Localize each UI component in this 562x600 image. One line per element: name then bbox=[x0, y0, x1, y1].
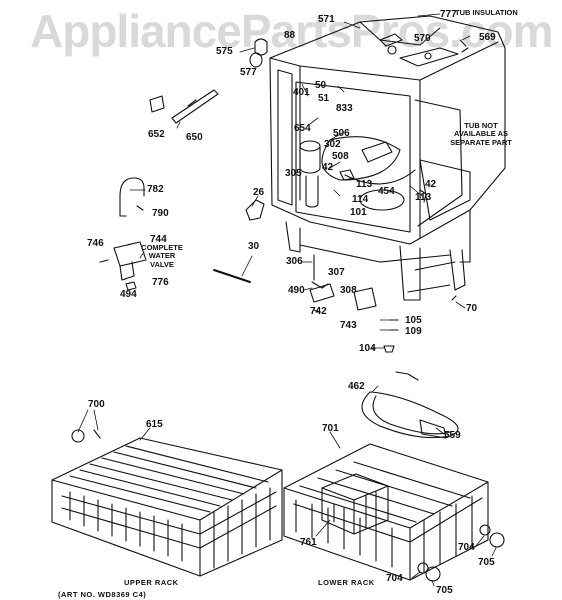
part-label-569[interactable]: 569 bbox=[479, 32, 496, 43]
part-label-401[interactable]: 401 bbox=[293, 87, 310, 98]
part-label-101[interactable]: 101 bbox=[350, 207, 367, 218]
part-label-305[interactable]: 305 bbox=[285, 168, 302, 179]
part-label-113-center[interactable]: 113 bbox=[356, 179, 373, 190]
part-label-70[interactable]: 70 bbox=[466, 303, 478, 314]
part-label-109[interactable]: 109 bbox=[405, 326, 422, 337]
part-label-761[interactable]: 761 bbox=[300, 537, 317, 548]
sump-parts bbox=[299, 140, 457, 353]
part-label-559[interactable]: 559 bbox=[444, 430, 461, 441]
door-parts bbox=[119, 38, 268, 283]
part-label-50[interactable]: 50 bbox=[315, 80, 327, 91]
part-label-462[interactable]: 462 bbox=[348, 381, 365, 392]
part-label-615[interactable]: 615 bbox=[146, 419, 163, 430]
part-label-506[interactable]: 506 bbox=[333, 128, 350, 139]
note-tub-insulation: TUB INSULATION bbox=[455, 8, 518, 17]
tub-assembly bbox=[269, 15, 506, 301]
part-label-104[interactable]: 104 bbox=[359, 343, 376, 354]
part-label-790[interactable]: 790 bbox=[152, 208, 169, 219]
part-label-700[interactable]: 700 bbox=[88, 399, 105, 410]
part-label-650[interactable]: 650 bbox=[186, 132, 203, 143]
part-label-776[interactable]: 776 bbox=[152, 277, 169, 288]
part-label-575[interactable]: 575 bbox=[216, 46, 233, 57]
part-label-51[interactable]: 51 bbox=[318, 93, 330, 104]
part-label-833[interactable]: 833 bbox=[336, 103, 353, 114]
part-label-42-sump[interactable]: 42 bbox=[322, 162, 334, 173]
part-label-704-bottom[interactable]: 704 bbox=[386, 573, 403, 584]
part-label-746[interactable]: 746 bbox=[87, 238, 104, 249]
part-label-490[interactable]: 490 bbox=[288, 285, 305, 296]
part-label-42-right[interactable]: 42 bbox=[425, 179, 437, 190]
part-label-105[interactable]: 105 bbox=[405, 315, 422, 326]
caption-lower-rack: LOWER RACK bbox=[318, 578, 375, 587]
part-label-308[interactable]: 308 bbox=[340, 285, 357, 296]
part-label-307[interactable]: 307 bbox=[328, 267, 345, 278]
heating-element bbox=[361, 371, 459, 439]
part-label-30[interactable]: 30 bbox=[248, 241, 260, 252]
part-label-306[interactable]: 306 bbox=[286, 256, 303, 267]
part-label-777[interactable]: 777 bbox=[440, 9, 457, 20]
part-label-571[interactable]: 571 bbox=[318, 14, 335, 25]
lower-rack bbox=[283, 443, 489, 581]
caption-upper-rack: UPPER RACK bbox=[124, 578, 179, 587]
part-label-114[interactable]: 114 bbox=[352, 194, 369, 205]
rack-wheels bbox=[417, 524, 505, 582]
part-label-743[interactable]: 743 bbox=[340, 320, 357, 331]
leader-lines bbox=[77, 13, 497, 587]
caption-art-number: (ART NO. WD8369 C4) bbox=[58, 590, 147, 599]
part-label-88[interactable]: 88 bbox=[284, 30, 296, 41]
part-label-705-bottom[interactable]: 705 bbox=[436, 585, 453, 596]
part-label-742[interactable]: 742 bbox=[310, 306, 327, 317]
part-label-577[interactable]: 577 bbox=[240, 67, 257, 78]
tub-insulation-parts bbox=[379, 33, 469, 67]
part-label-782[interactable]: 782 bbox=[147, 184, 164, 195]
note-complete-water-valve: COMPLETE WATER VALVE bbox=[141, 243, 183, 269]
part-label-570[interactable]: 570 bbox=[414, 33, 431, 44]
part-label-454[interactable]: 454 bbox=[378, 186, 395, 197]
part-label-508[interactable]: 508 bbox=[332, 151, 349, 162]
part-label-701[interactable]: 701 bbox=[322, 423, 339, 434]
part-label-744[interactable]: 744 bbox=[150, 234, 167, 245]
part-label-113-right[interactable]: 113 bbox=[415, 192, 432, 203]
part-label-26[interactable]: 26 bbox=[253, 187, 265, 198]
part-label-652[interactable]: 652 bbox=[148, 129, 165, 140]
part-label-704-right[interactable]: 704 bbox=[458, 542, 475, 553]
part-label-494[interactable]: 494 bbox=[120, 289, 137, 300]
part-label-654[interactable]: 654 bbox=[294, 123, 311, 134]
upper-rack bbox=[51, 429, 283, 577]
water-valve bbox=[99, 241, 147, 291]
note-tub-not-available: TUB NOT AVAILABLE AS SEPARATE PART bbox=[450, 121, 512, 147]
part-label-705-right[interactable]: 705 bbox=[478, 557, 495, 568]
part-label-302[interactable]: 302 bbox=[324, 139, 341, 150]
